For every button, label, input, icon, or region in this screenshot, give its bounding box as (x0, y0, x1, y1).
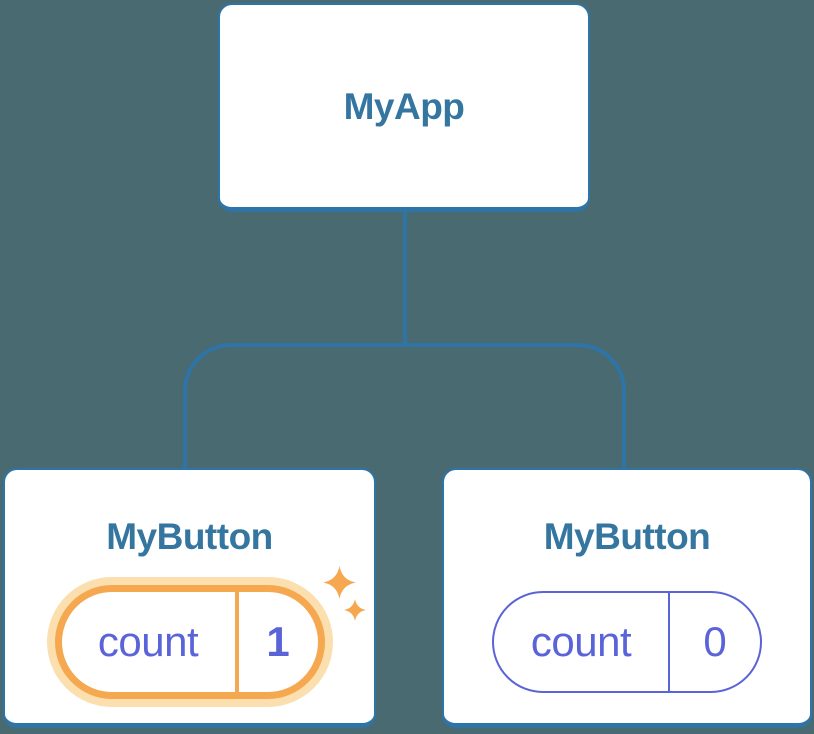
state-pill-highlighted: count 1 (54, 585, 325, 699)
state-name-label: count (530, 618, 632, 665)
connector-stem (403, 209, 407, 347)
component-card-root: MyApp (218, 3, 590, 212)
component-card-mybutton-right: MyButton count 0 (442, 468, 812, 728)
connector-branch (183, 343, 626, 470)
state-value: 0 (668, 593, 760, 691)
sparkle-icon (344, 599, 366, 621)
component-card-mybutton-left: MyButton count 1 (3, 468, 376, 728)
root-component-name: MyApp (343, 85, 465, 127)
state-pill: count 0 (492, 591, 762, 693)
child-component-name: MyButton (543, 516, 711, 557)
sparkle-icon (323, 566, 356, 599)
state-name-label: count (97, 618, 199, 665)
child-component-name: MyButton (106, 516, 273, 557)
state-value: 1 (234, 592, 318, 692)
